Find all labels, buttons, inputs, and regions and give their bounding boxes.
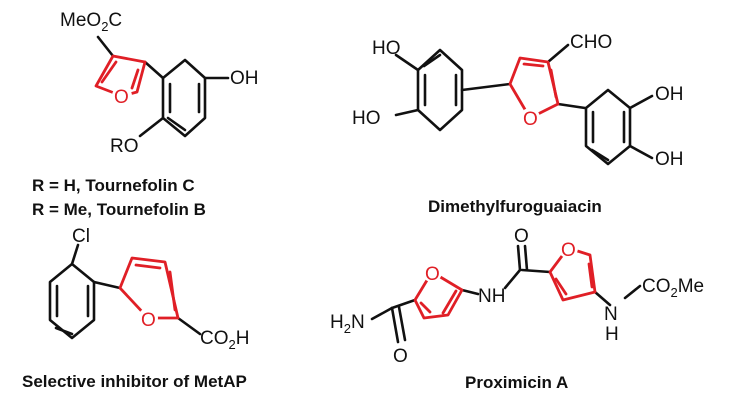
- tournefolin-caption-1: R = H, Tournefolin C: [32, 176, 195, 195]
- metap-furan-ring: [118, 256, 180, 328]
- metap-structure: [48, 243, 202, 340]
- oh-lower-bond: [628, 144, 654, 160]
- proximicin-furan-ring-1: [413, 262, 464, 320]
- cho-bond: [546, 43, 570, 64]
- central-carbonyl-oxygen: O: [514, 226, 529, 247]
- carbamate-n-label: N: [604, 304, 618, 325]
- ro-bond: [138, 116, 165, 138]
- metap-biaryl-bond: [92, 280, 122, 290]
- ester-label: MeO2C: [60, 10, 122, 34]
- right-biaryl-bond: [556, 102, 587, 110]
- proximicin-ring-oxygen-1: O: [425, 264, 440, 285]
- tournefolin-furan-ring: [94, 54, 147, 106]
- metap-ring-oxygen: O: [141, 310, 156, 331]
- tournefolin-structure: [94, 35, 230, 138]
- oh-lower-label: OH: [655, 149, 684, 170]
- nh-link-bond-2: [503, 268, 522, 290]
- ro-label: RO: [110, 136, 139, 157]
- biaryl-bond: [143, 60, 165, 80]
- amide-oxygen: O: [393, 346, 408, 367]
- tournefolin-ring-oxygen: O: [114, 87, 129, 108]
- acid-label: CO2H: [200, 328, 249, 352]
- carbamate-h-label: H: [605, 324, 619, 345]
- dimethylfuroguaiacin-furan-ring: [508, 56, 560, 128]
- amide-n-bond: [370, 306, 394, 321]
- acid-bond: [176, 316, 202, 336]
- left-biaryl-bond: [460, 82, 512, 92]
- nh-link-label: NH: [478, 286, 505, 307]
- cl-bond: [70, 243, 80, 266]
- central-carbonyl-bond: [516, 244, 529, 272]
- dimethylfuroguaiacin-ring-oxygen: O: [523, 109, 538, 130]
- oh-upper-bond: [628, 94, 654, 110]
- dimethylfuroguaiacin-caption: Dimethylfuroguaiacin: [428, 197, 602, 216]
- tournefolin-caption-2: R = Me, Tournefolin B: [32, 200, 206, 219]
- oh-upper-label: OH: [655, 84, 684, 105]
- proximicin-furan-ring-2: [548, 238, 597, 302]
- proximicin-ring-oxygen-2: O: [561, 240, 576, 261]
- ho-left-label: HO: [352, 108, 381, 129]
- cho-label: CHO: [570, 32, 612, 53]
- metap-caption: Selective inhibitor of MetAP: [22, 372, 247, 391]
- central-ring-bond: [520, 268, 552, 274]
- amide-nh2-label: H2N: [330, 312, 365, 336]
- ho-top-label: HO: [372, 38, 401, 59]
- carbamate-n-bond: [593, 290, 612, 307]
- ester-bond: [96, 35, 115, 58]
- tournefolin-hydroxyl-label: OH: [230, 68, 259, 89]
- ho-left-bond: [394, 108, 420, 117]
- amide-ring-bond: [390, 298, 417, 310]
- proximicin-structure: [370, 238, 642, 344]
- carbamate-co-bond: [623, 284, 642, 300]
- cl-label: Cl: [72, 226, 90, 247]
- nh-link-bond-1: [460, 288, 480, 296]
- carbamate-label: CO2Me: [642, 276, 704, 300]
- ho-top-bond: [394, 53, 420, 72]
- proximicin-caption: Proximicin A: [465, 373, 568, 392]
- dimethylfuroguaiacin-structure: [394, 43, 654, 166]
- amide-carbonyl-bond: [390, 305, 407, 344]
